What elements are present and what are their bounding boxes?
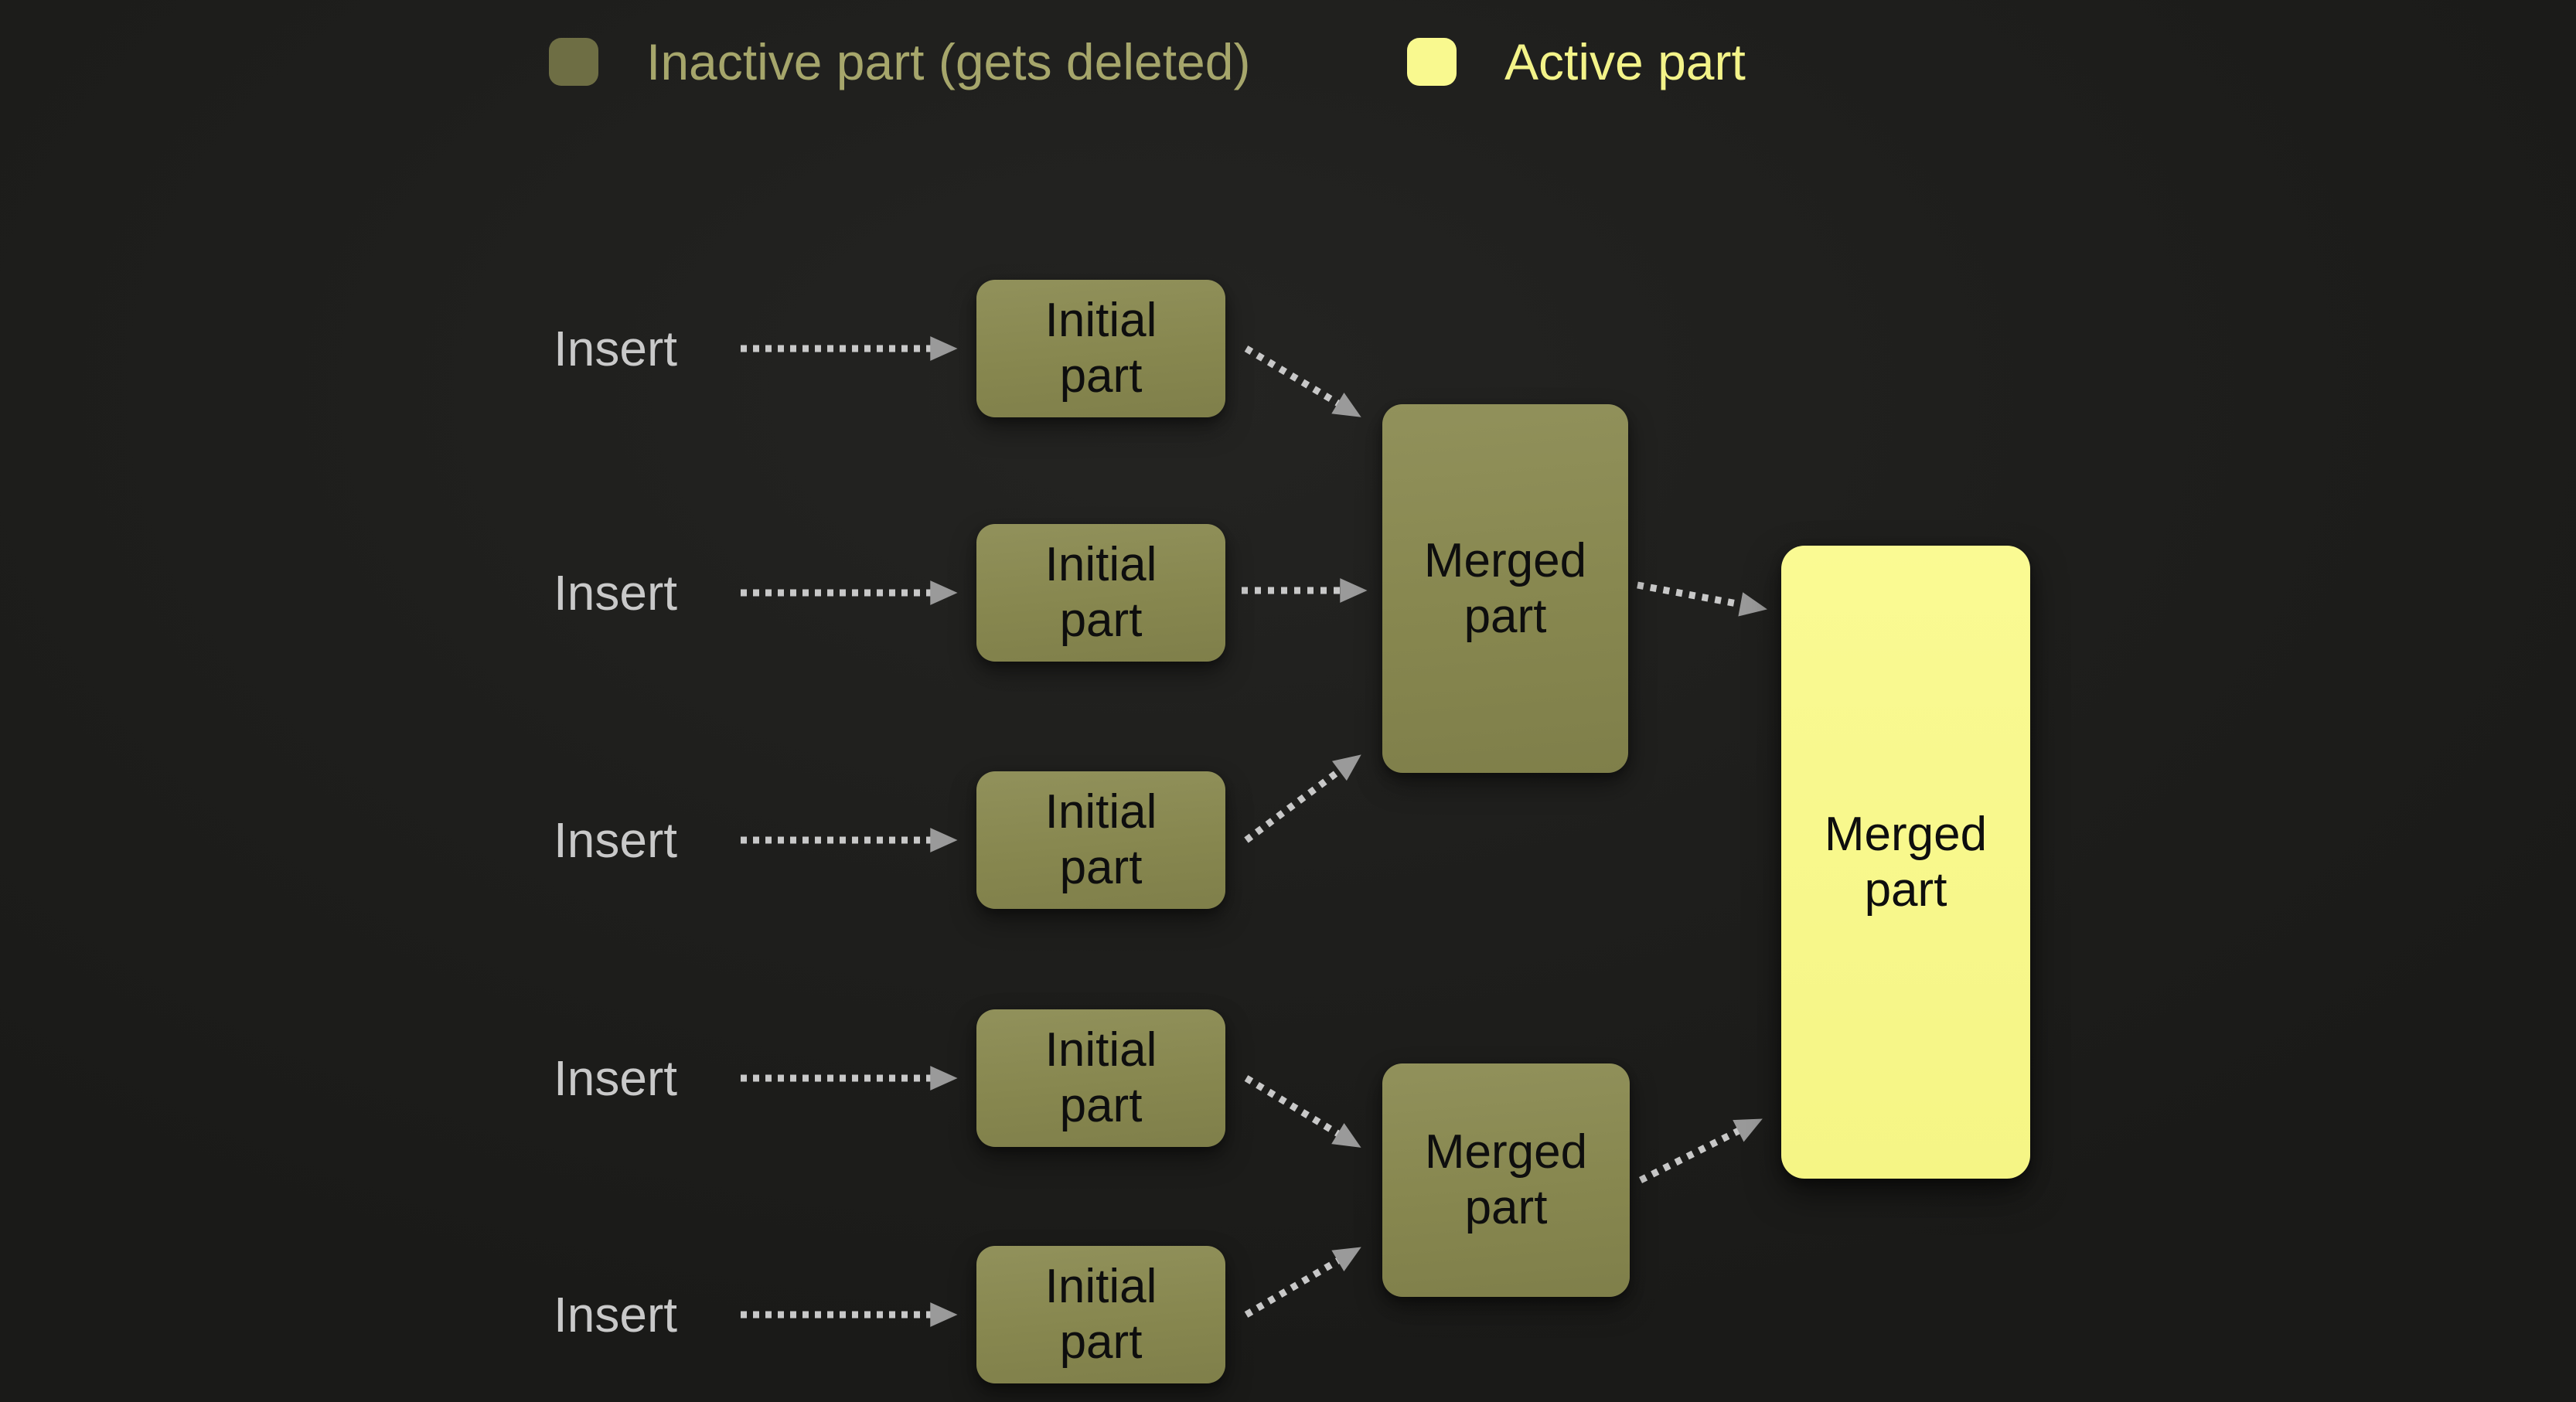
legend-item-active: Active part [1407,33,1746,90]
legend-label-active: Active part [1504,33,1746,90]
initial-part-node-4: Initial part [976,1009,1225,1147]
initial-part-node-5: Initial part [976,1246,1225,1383]
insert-label-2: Insert [554,565,678,621]
legend-swatch-inactive [549,38,598,86]
insert-label-5: Insert [554,1287,678,1342]
arrow-merged1-to-final [1637,581,1767,617]
merged-part-node-bottom: Merged part [1382,1063,1630,1297]
arrow-initial4-to-merged2 [1244,1075,1361,1148]
legend-label-inactive: Inactive part (gets deleted) [646,33,1251,90]
arrow-initial5-to-merged2 [1244,1247,1361,1318]
arrow-initial1-to-merged1 [1244,345,1361,417]
initial-part-node-2: Initial part [976,524,1225,662]
insert-label-4: Insert [554,1050,678,1106]
merged-part-node-final: Merged part [1781,546,2030,1179]
arrow-merged2-to-final [1638,1118,1763,1184]
merged-part-node-top: Merged part [1382,404,1628,773]
initial-part-node-1: Initial part [976,280,1225,417]
arrow-initial3-to-merged1 [1244,754,1361,843]
insert-label-3: Insert [554,812,678,868]
legend-swatch-active [1407,38,1457,86]
legend-item-inactive: Inactive part (gets deleted) [549,33,1251,90]
insert-label-1: Insert [554,321,678,376]
initial-part-node-3: Initial part [976,771,1225,909]
